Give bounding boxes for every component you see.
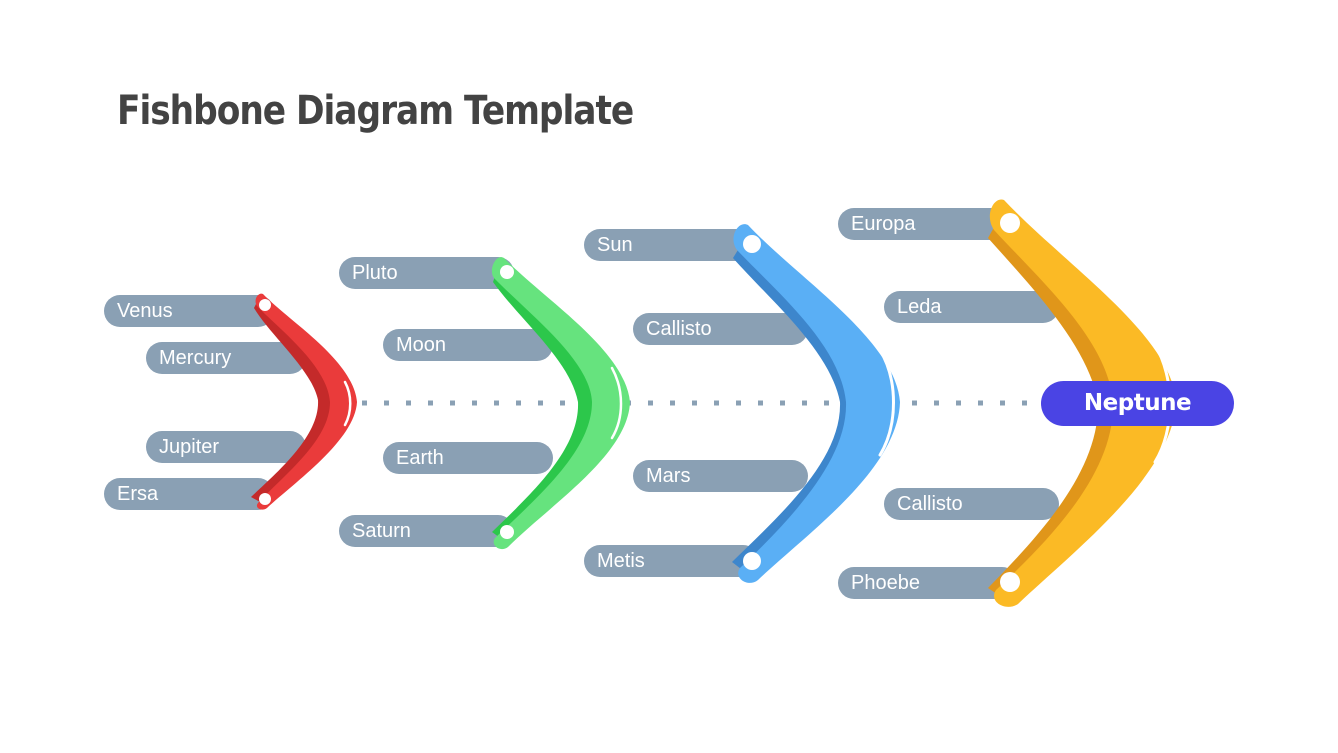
- page-title: Fishbone Diagram Template: [117, 88, 634, 134]
- cause-label: Ersa: [104, 478, 274, 510]
- cause-label: Pluto: [339, 257, 514, 289]
- bone-blue: [732, 224, 900, 583]
- cause-label: Earth: [383, 442, 553, 474]
- effect-head-label: Neptune: [1041, 381, 1234, 426]
- cause-label: Phoebe: [838, 567, 1018, 599]
- cause-label: Saturn: [339, 515, 514, 547]
- cause-label: Moon: [383, 329, 553, 361]
- bone-red: [251, 293, 357, 510]
- cause-label: Leda: [884, 291, 1059, 323]
- cause-label: Metis: [584, 545, 759, 577]
- bone-green: [491, 257, 630, 550]
- cause-label: Sun: [584, 229, 759, 261]
- cause-label: Callisto: [633, 313, 808, 345]
- cause-label: Europa: [838, 208, 1018, 240]
- cause-label: Callisto: [884, 488, 1059, 520]
- cause-label: Mercury: [146, 342, 306, 374]
- cause-label: Venus: [104, 295, 274, 327]
- cause-label: Mars: [633, 460, 808, 492]
- cause-label: Jupiter: [146, 431, 306, 463]
